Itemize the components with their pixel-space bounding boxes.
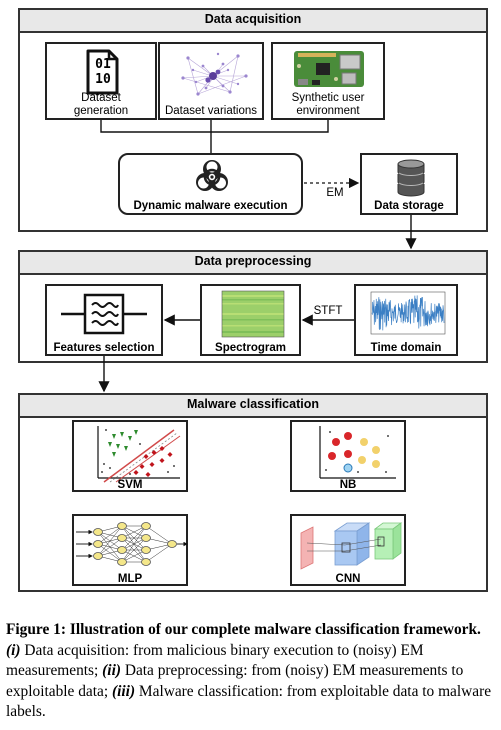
synthetic-environment-label: Synthetic user environment [291, 92, 365, 117]
data-storage-label: Data storage [374, 200, 444, 212]
caption-iii-label: (iii) [108, 682, 136, 700]
spectrogram-box: Spectrogram [200, 284, 301, 356]
spectrogram-label: Spectrogram [215, 342, 286, 354]
mlp-network-icon [76, 522, 188, 566]
preprocessing-connectors [98, 314, 354, 393]
time-domain-signal-plot [370, 291, 446, 335]
features-selection-box: Features selection [45, 284, 163, 356]
data-acquisition-title: Data acquisition [20, 10, 486, 33]
acquisition-connectors [100, 120, 417, 250]
biohazard-icon [196, 160, 228, 191]
malware-execution-box: Dynamic malware execution [118, 153, 303, 215]
caption-i-label: (i) [6, 641, 21, 659]
nb-scatter-icon [319, 426, 396, 479]
binary-icon-line-1: 01 [95, 57, 111, 72]
svm-scatter-icon [97, 426, 181, 483]
svm-box: SVM [72, 420, 188, 492]
cnn-label: CNN [335, 573, 361, 585]
caption-i-text: Data acquisition: from malicious binary … [6, 641, 424, 680]
mlp-label: MLP [117, 573, 143, 585]
em-label: EM [326, 187, 344, 199]
spectrogram-plot [221, 290, 285, 338]
mlp-box: MLP [72, 514, 188, 586]
svm-label: SVM [117, 479, 143, 491]
binary-icon-line-2: 10 [95, 72, 111, 87]
time-domain-box: Time domain [354, 284, 458, 356]
data-storage-box: Data storage [360, 153, 458, 215]
malware-classification-title: Malware classification [20, 395, 486, 418]
caption-lead: Illustration of our complete malware cla… [65, 621, 481, 638]
filter-icon [61, 293, 147, 335]
time-domain-label: Time domain [370, 342, 442, 354]
caption-figure-label: Figure 1: [6, 621, 66, 638]
sources-merge-line [100, 120, 329, 153]
stft-label: STFT [313, 305, 343, 317]
dataset-generation-box: 01 10 Dataset generation [45, 42, 157, 120]
nb-box: NB [290, 420, 406, 492]
nb-label: NB [339, 479, 357, 491]
dataset-variations-label: Dataset variations [164, 105, 258, 117]
data-preprocessing-title: Data preprocessing [20, 252, 486, 275]
figure-caption: Figure 1: Illustration of our complete m… [6, 620, 496, 723]
raspberry-pi-board-icon [294, 51, 364, 87]
cnn-layers-icon [300, 522, 403, 570]
binary-file-icon [86, 49, 119, 95]
cnn-box: CNN [290, 514, 406, 586]
synthetic-environment-box: Synthetic user environment [271, 42, 385, 120]
caption-ii-label: (ii) [98, 662, 121, 679]
dataset-variations-box: Dataset variations [158, 42, 264, 120]
caption-ii-text: Data preprocessing: from (noisy) EM meas… [6, 662, 464, 700]
graph-network-icon [181, 52, 248, 96]
signal-trace [371, 295, 445, 331]
caption-iii-text: Malware classification: from exploitable… [6, 682, 492, 721]
malware-execution-label: Dynamic malware execution [133, 200, 288, 212]
features-selection-label: Features selection [53, 342, 155, 354]
database-icon [397, 159, 425, 197]
dataset-generation-label: Dataset generation [73, 92, 129, 117]
